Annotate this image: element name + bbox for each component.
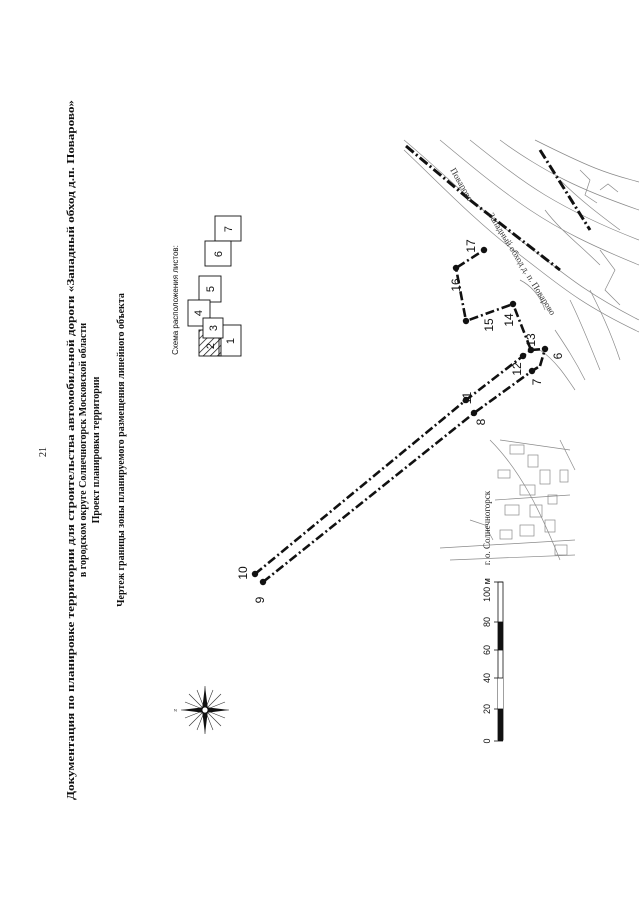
scale-label-0: 0 <box>482 738 492 743</box>
point-marker-14 <box>509 300 517 308</box>
scale-label-40: 40 <box>482 673 492 683</box>
point-marker-13 <box>527 346 535 354</box>
point-marker-7 <box>528 367 536 375</box>
topographic-map-top <box>403 139 639 391</box>
point-label-13: 13 <box>524 333 538 347</box>
title-line-1: Документация по планировке территории дл… <box>66 100 77 800</box>
page-number: 21 <box>38 447 49 457</box>
scale-bar: 0 20 40 60 80 100 м <box>482 578 504 744</box>
scale-label-80: 80 <box>482 617 492 627</box>
point-marker-9 <box>259 578 267 586</box>
title-block: Документация по планировке территории дл… <box>66 100 127 800</box>
point-label-14: 14 <box>502 313 516 327</box>
sheet-label-4: 4 <box>193 310 205 316</box>
point-marker-15 <box>462 317 470 325</box>
sheet-scheme-caption: Схема расположения листов: <box>171 245 180 355</box>
zone-boundary <box>254 248 547 584</box>
sheet-label-5: 5 <box>205 286 217 292</box>
title-line-3: Проект планировки территории <box>91 376 102 523</box>
point-label-12: 12 <box>510 362 524 376</box>
point-label-17: 17 <box>464 239 478 253</box>
sheet-box-6 <box>204 240 232 267</box>
point-label-11: 11 <box>460 391 474 404</box>
sheet-label-1: 1 <box>225 338 237 344</box>
point-marker-8 <box>470 409 478 417</box>
sheet-label-3: 3 <box>208 325 220 331</box>
svg-text:N: N <box>174 708 177 713</box>
sheet-layout-scheme: Схема расположения листов: 7 6 5 4 3 2 1 <box>171 215 242 357</box>
sheet-box-3 <box>202 317 224 339</box>
boundary-points <box>251 246 549 586</box>
sheet-label-7: 7 <box>223 226 235 232</box>
scale-label-60: 60 <box>482 645 492 655</box>
point-marker-17 <box>480 246 488 254</box>
point-label-16: 16 <box>449 278 463 292</box>
town-map-fragment <box>439 439 576 561</box>
scale-label-20: 20 <box>482 704 492 714</box>
road-label-western-bypass: Западный обход д. п. Поварово <box>486 211 558 318</box>
compass-rose-icon: N <box>174 686 229 734</box>
sheet-label-2: 2 <box>205 343 217 349</box>
point-marker-10 <box>251 570 259 578</box>
point-marker-16 <box>452 264 460 272</box>
point-label-15: 15 <box>482 318 496 332</box>
point-label-6: 6 <box>551 352 565 359</box>
point-marker-12 <box>519 352 527 360</box>
sheet-label-6: 6 <box>213 251 225 257</box>
point-marker-6 <box>541 345 549 353</box>
point-label-10: 10 <box>236 566 250 580</box>
title-line-2: в городском округе Солнечногорск Московс… <box>78 323 89 578</box>
point-label-8: 8 <box>474 418 488 425</box>
town-label: г. о. Солнечногорск <box>482 490 492 565</box>
point-label-9: 9 <box>253 596 267 603</box>
point-label-7: 7 <box>530 378 544 385</box>
point-marker-11 <box>462 396 470 404</box>
road-boundary-lines <box>405 144 592 272</box>
scale-label-100: 100 м <box>482 578 492 602</box>
title-line-4: Чертеж границы зоны планируемого размеще… <box>116 293 127 607</box>
sheet-box-7 <box>214 215 242 242</box>
